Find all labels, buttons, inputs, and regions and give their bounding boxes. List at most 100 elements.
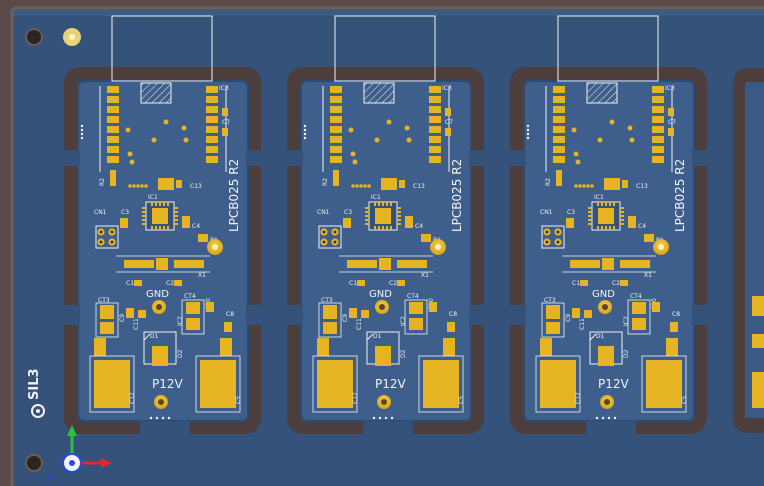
axes-gizmo[interactable]: Z — [46, 425, 112, 486]
breakaway-tab — [246, 150, 262, 166]
ic1-pin — [386, 226, 388, 230]
cn1-hole — [110, 230, 114, 234]
ic1-pin — [151, 202, 153, 206]
c8-pad — [447, 322, 455, 332]
ic1-pin — [378, 202, 380, 206]
label-p12v: P12V — [375, 377, 407, 391]
ic1-pin — [397, 211, 401, 213]
ic1-pin — [159, 202, 161, 206]
board-body — [524, 81, 694, 421]
label-ic3: IC3 — [442, 85, 452, 92]
via — [597, 137, 603, 143]
r1-pad — [644, 234, 654, 242]
module-pad-right — [206, 96, 218, 103]
label-c3: C3 — [121, 209, 129, 216]
label-c13: C13 — [413, 183, 425, 190]
p12v-hole — [381, 399, 387, 405]
d1-pad — [317, 338, 329, 356]
via — [455, 404, 459, 408]
module-pad-left — [107, 106, 119, 113]
label-ct4: CT4 — [407, 293, 419, 300]
label-c2: C2 — [612, 280, 620, 287]
ic1-pin — [386, 202, 388, 206]
ic1-pin — [397, 219, 401, 221]
cn1-outline — [95, 225, 119, 249]
c9-pad — [126, 308, 134, 318]
x1-pad — [620, 260, 650, 268]
label-c4: C4 — [638, 223, 646, 230]
c3-pad — [566, 218, 574, 228]
d2-notch — [589, 333, 597, 341]
via — [132, 184, 136, 188]
cn1-hole — [99, 240, 103, 244]
label-x1: X1 — [421, 272, 429, 279]
label-d1: D1 — [150, 333, 159, 340]
module-pad-left — [330, 136, 342, 143]
c10-pad — [206, 302, 214, 312]
ic1-pin — [588, 215, 592, 217]
via — [181, 125, 187, 131]
via — [129, 159, 135, 165]
via — [367, 184, 371, 188]
module-pad-left — [107, 96, 119, 103]
via — [574, 184, 578, 188]
ic1-pin — [155, 202, 157, 206]
via — [319, 396, 323, 400]
power-silk-right — [195, 355, 241, 413]
via — [127, 151, 133, 157]
ic1-pin — [588, 211, 592, 213]
label-c12: C12 — [352, 392, 359, 404]
via — [586, 184, 590, 188]
c3-pad — [120, 218, 128, 228]
module-pad-left — [330, 106, 342, 113]
c7-pad — [668, 128, 674, 136]
ic1-thermal-pad — [152, 208, 168, 224]
module-pad-left — [330, 126, 342, 133]
label-c5: C5 — [681, 396, 688, 404]
label-c12: C12 — [129, 392, 136, 404]
antenna-keepout — [363, 82, 395, 104]
module-pad-right — [206, 126, 218, 133]
ic1-pin — [142, 215, 146, 217]
p12v-hole — [604, 399, 610, 405]
ic1-pin — [601, 202, 603, 206]
label-ic1: IC1 — [594, 194, 604, 201]
label-ct3: CT3 — [321, 297, 333, 304]
label-c11: C11 — [579, 318, 586, 330]
cn1-outline — [541, 225, 565, 249]
c9-pad — [572, 308, 580, 318]
ic1-pin — [151, 226, 153, 230]
breakaway-tab — [510, 150, 526, 166]
breakaway-tab — [363, 421, 413, 435]
breakaway-tab — [692, 150, 708, 166]
module-pad-right — [429, 96, 441, 103]
label-gnd: GND — [146, 289, 169, 300]
ic1-pin — [374, 226, 376, 230]
via — [571, 127, 577, 133]
c7-pad — [445, 128, 451, 136]
label-ic2: IC2 — [400, 316, 407, 326]
ic1-pin — [365, 215, 369, 217]
mouse-bite — [161, 416, 165, 420]
via — [351, 184, 355, 188]
ct4-pad — [186, 302, 200, 314]
ic1-pin — [382, 226, 384, 230]
label-x1: X1 — [644, 272, 652, 279]
module-pad-right — [652, 126, 664, 133]
ct3-pad — [100, 305, 114, 319]
label-c13: C13 — [636, 183, 648, 190]
module-pad-left — [107, 116, 119, 123]
label-c1: C1 — [126, 280, 134, 287]
c11-pad — [361, 310, 369, 318]
via — [144, 184, 148, 188]
ct3-pad — [546, 322, 560, 334]
module-pad-left — [553, 86, 565, 93]
module-pad-left — [107, 86, 119, 93]
ct3-pad — [323, 305, 337, 319]
c3-pad — [343, 218, 351, 228]
